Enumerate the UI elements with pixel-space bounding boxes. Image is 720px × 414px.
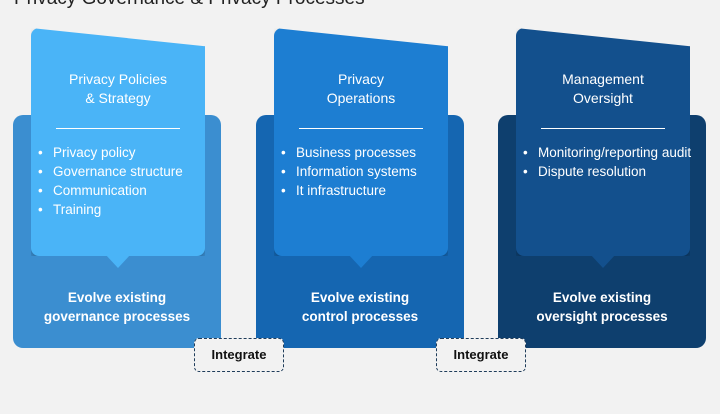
bullet-item: Governance structure xyxy=(38,162,208,181)
top-card xyxy=(274,28,448,256)
column-privacy-operations: Privacy Operations Business processes In… xyxy=(256,0,466,414)
bullet-item: Communication xyxy=(38,181,208,200)
divider xyxy=(56,128,180,129)
callout-pointer xyxy=(348,254,374,268)
bullet-list: Privacy policy Governance structure Comm… xyxy=(38,143,208,219)
bottom-label: Evolve existing governance processes xyxy=(43,290,191,324)
integrate-connector: Integrate xyxy=(194,338,284,372)
bullet-list: Business processes Information systems I… xyxy=(281,143,451,200)
top-card xyxy=(516,28,690,256)
integrate-connector: Integrate xyxy=(436,338,526,372)
page-title: Privacy Governance & Privacy Processes xyxy=(14,0,365,10)
bullet-list: Monitoring/reporting audit Dispute resol… xyxy=(523,143,693,181)
divider xyxy=(299,128,423,129)
column-management-oversight: Management Oversight Monitoring/reportin… xyxy=(498,0,708,414)
bullet-item: Dispute resolution xyxy=(523,162,693,181)
callout-pointer xyxy=(105,254,131,268)
bullet-item: Information systems xyxy=(281,162,451,181)
column-policies-strategy: Privacy Policies & Strategy Privacy poli… xyxy=(13,0,223,414)
card-title: Privacy Policies & Strategy xyxy=(68,71,168,106)
card-title: Privacy Operations xyxy=(326,71,396,106)
bullet-item: Monitoring/reporting audit xyxy=(523,143,693,162)
callout-pointer xyxy=(590,254,616,268)
bottom-label: Evolve existing control processes xyxy=(301,290,419,324)
card-title: Management Oversight xyxy=(562,71,644,106)
bullet-item: Business processes xyxy=(281,143,451,162)
bullet-item: It infrastructure xyxy=(281,181,451,200)
bullet-item: Training xyxy=(38,200,208,219)
top-card xyxy=(31,28,205,256)
bottom-label: Evolve existing oversight processes xyxy=(536,290,668,324)
bullet-item: Privacy policy xyxy=(38,143,208,162)
divider xyxy=(541,128,665,129)
